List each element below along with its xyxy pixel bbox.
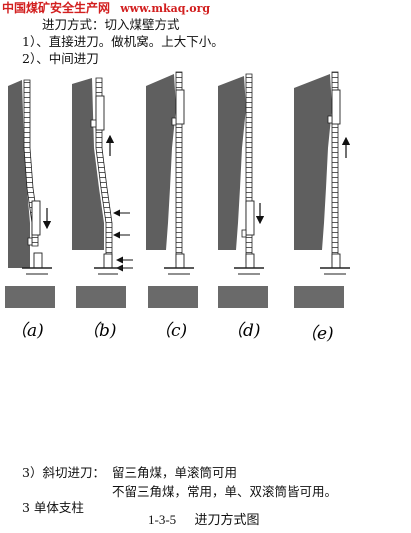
support-e	[331, 253, 341, 269]
support-d	[245, 253, 255, 269]
oblique-entry-line1: 留三角煤，单滚筒可用	[112, 465, 238, 480]
figure-svg: （a) （b) （c) （d) （e)	[5, 71, 351, 344]
base-block-c	[148, 286, 198, 308]
shearer-e	[331, 89, 341, 125]
drum-a	[27, 237, 33, 246]
panel-b	[72, 77, 133, 308]
drum-d	[241, 229, 247, 238]
figure-label-b: （b)	[82, 321, 117, 341]
caption-title: 进刀方式图	[194, 513, 260, 528]
figure-label-e: （e)	[300, 324, 334, 344]
cutting-entry-figure: （a) （b) （c) （d) （e)	[0, 68, 411, 358]
watermark-name: 中国煤矿安全生产网	[2, 1, 111, 15]
base-block-b	[76, 286, 126, 308]
oblique-entry-line2: 不留三角煤，常用，单、双滚筒皆可用。	[112, 484, 338, 499]
support-c	[175, 253, 185, 269]
panel-e	[294, 71, 351, 308]
figure-label-d: （d)	[226, 321, 261, 341]
shearer-b	[95, 95, 105, 131]
coal-seam-a	[8, 80, 30, 268]
panel-a	[5, 79, 55, 308]
watermark: 中国煤矿安全生产网 www.mkaq.org	[2, 0, 210, 16]
shearer-d	[245, 200, 255, 236]
panel-c	[146, 71, 198, 308]
drum-c	[171, 117, 177, 126]
coal-seam-e	[294, 74, 332, 250]
figure-label-a: （a)	[10, 321, 44, 341]
support-b	[103, 253, 113, 269]
item-direct-entry: 1）、直接进刀。做机窝。上大下小。	[22, 34, 224, 49]
oblique-entry-label: 3）斜切进刀：	[22, 465, 105, 480]
support-a	[33, 252, 43, 269]
base-block-e	[294, 286, 344, 308]
drum-e	[327, 115, 333, 124]
shearer-c	[175, 89, 185, 125]
coal-seam-c	[146, 74, 176, 250]
figure-caption: 1-3-5 进刀方式图	[148, 509, 259, 528]
item-middle-entry: 2）、中间进刀	[22, 51, 99, 66]
drum-b	[90, 119, 97, 128]
figure-label-c: （c)	[154, 321, 187, 341]
coal-seam-b	[72, 78, 104, 250]
partial-hidden-line: 3 单体支柱	[22, 500, 84, 515]
page-heading: 进刀方式：切入煤壁方式	[42, 17, 180, 32]
panel-d	[218, 73, 268, 308]
shearer-a	[31, 200, 41, 236]
watermark-url: www.mkaq.org	[120, 2, 211, 15]
caption-number: 1-3-5	[148, 512, 177, 527]
base-block-d	[218, 286, 268, 308]
coal-seam-d	[218, 76, 246, 250]
base-block-a	[5, 286, 55, 308]
